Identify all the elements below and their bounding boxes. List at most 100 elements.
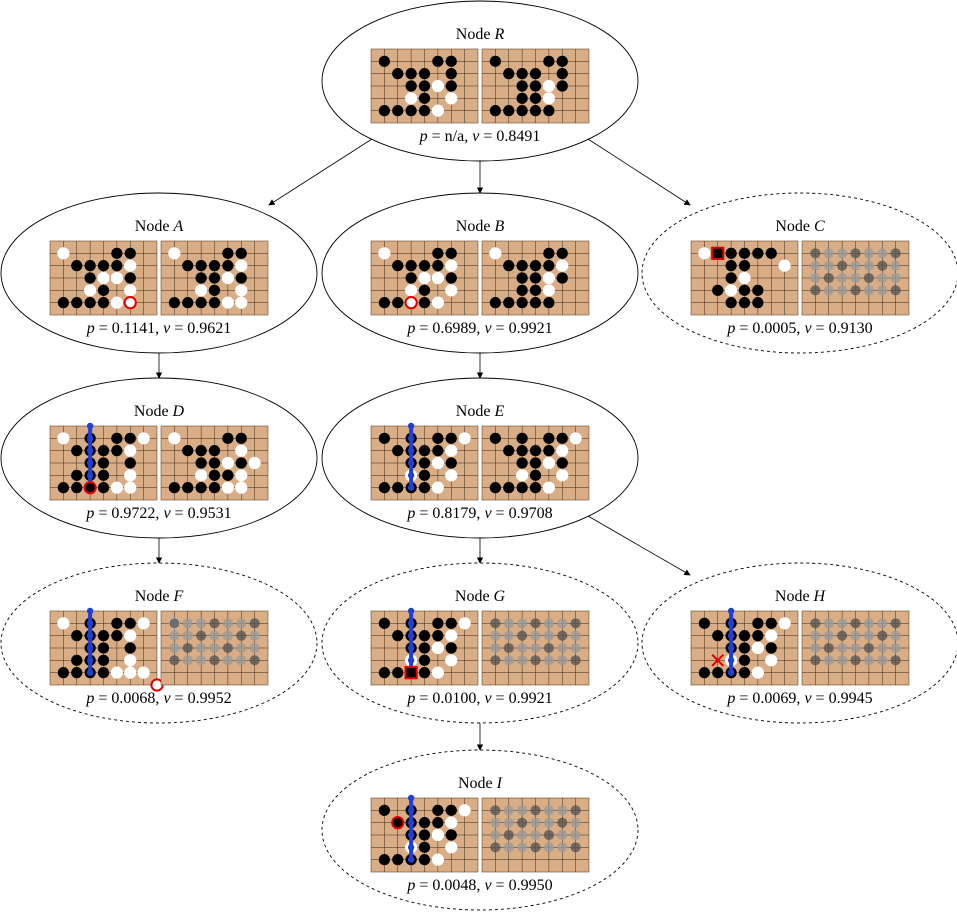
faded-stone — [850, 618, 861, 629]
node-stats: p = 0.6989, v = 0.9921 — [406, 320, 552, 337]
faded-stone — [530, 805, 541, 816]
path-dot — [407, 819, 415, 826]
faded-stone — [850, 655, 861, 666]
node-title: Node H — [775, 588, 827, 605]
black-stone — [418, 80, 431, 92]
white-stone — [137, 666, 150, 679]
black-stone — [556, 432, 568, 444]
faded-stone — [890, 285, 901, 296]
black-stone — [392, 445, 404, 457]
board-predicted — [481, 610, 590, 686]
black-stone — [418, 469, 431, 481]
black-stone — [208, 482, 221, 494]
path-dot — [407, 807, 415, 814]
black-stone — [432, 247, 444, 259]
black-stone — [765, 617, 777, 629]
faded-stone — [850, 248, 861, 259]
black-stone — [516, 260, 528, 272]
black-stone — [725, 272, 737, 284]
black-stone — [182, 260, 194, 272]
move-marker — [711, 246, 725, 260]
black-stone — [111, 247, 123, 259]
faded-stone — [823, 642, 834, 654]
faded-stone — [530, 642, 541, 654]
path-dot — [86, 644, 94, 652]
black-stone — [489, 482, 501, 494]
faded-stone — [517, 630, 528, 641]
faded-stone — [570, 829, 581, 841]
faded-stone — [557, 655, 568, 666]
faded-stone — [557, 642, 568, 654]
faded-stone — [196, 618, 207, 629]
faded-stone — [570, 618, 581, 629]
black-stone — [543, 260, 555, 272]
faded-stone — [543, 630, 554, 641]
white-stone — [445, 259, 458, 272]
black-stone — [71, 469, 83, 481]
faded-stone — [557, 829, 568, 841]
edge-E-H — [587, 515, 691, 576]
node-stats: p = 0.0100, v = 0.9921 — [406, 690, 552, 707]
path-dot — [727, 620, 735, 627]
white-stone — [124, 444, 137, 457]
faded-stone — [490, 805, 501, 816]
black-stone — [235, 272, 247, 284]
faded-stone — [877, 285, 888, 296]
faded-stone — [810, 260, 821, 271]
path-dot — [86, 472, 94, 479]
faded-stone — [810, 248, 821, 259]
faded-stone — [182, 642, 193, 654]
white-stone — [124, 284, 137, 297]
black-stone — [489, 105, 501, 117]
black-stone — [378, 55, 390, 67]
path-dot — [407, 422, 415, 430]
black-stone — [516, 432, 528, 444]
white-stone — [778, 259, 791, 272]
faded-stone — [823, 618, 834, 629]
black-stone — [84, 297, 96, 309]
black-stone — [529, 457, 542, 469]
white-stone — [458, 804, 471, 817]
black-stone — [378, 854, 390, 866]
board-predicted — [801, 240, 910, 316]
faded-stone — [837, 248, 848, 259]
faded-stone — [530, 630, 541, 641]
path-dot — [407, 447, 415, 454]
faded-stone — [877, 642, 888, 654]
white-stone — [431, 296, 444, 309]
white-stone — [431, 853, 444, 866]
faded-stone — [890, 248, 901, 259]
black-stone — [378, 482, 390, 494]
faded-stone — [543, 655, 554, 666]
black-stone — [445, 80, 457, 92]
white-stone — [458, 432, 471, 445]
black-stone — [445, 642, 457, 654]
node-I: Node Ip = 0.0048, v = 0.9950 — [321, 749, 639, 911]
faded-stone — [543, 618, 554, 629]
faded-stone — [169, 630, 180, 641]
faded-stone — [810, 630, 821, 641]
faded-stone — [837, 285, 848, 296]
faded-stone — [850, 272, 861, 284]
black-stone — [97, 260, 110, 272]
black-stone — [543, 55, 555, 67]
white-stone — [110, 296, 123, 309]
white-stone — [418, 271, 431, 285]
path-dot — [86, 632, 94, 639]
black-stone — [418, 284, 431, 296]
black-stone — [765, 247, 777, 259]
node-stats: p = 0.8179, v = 0.9708 — [406, 505, 552, 522]
path-dot — [407, 435, 415, 442]
faded-stone — [877, 630, 888, 641]
node-title: Node B — [456, 218, 505, 235]
white-stone — [137, 432, 150, 445]
board-predicted — [160, 610, 269, 686]
black-stone — [71, 667, 83, 679]
black-stone — [97, 469, 110, 481]
board-predicted — [481, 425, 590, 501]
node-stats: p = 0.0068, v = 0.9952 — [85, 690, 231, 707]
faded-stone — [877, 272, 888, 284]
black-stone — [97, 445, 110, 457]
faded-stone — [222, 618, 233, 629]
faded-stone — [850, 630, 861, 641]
